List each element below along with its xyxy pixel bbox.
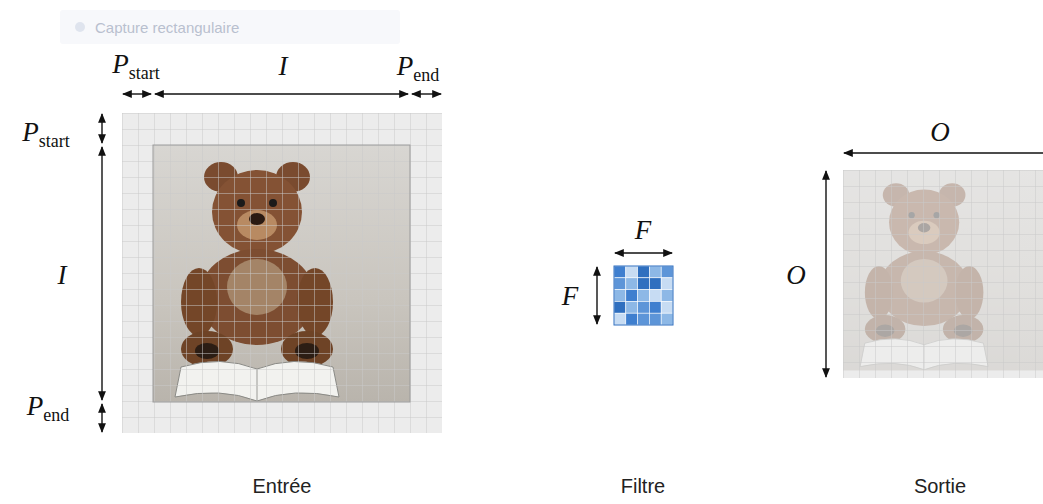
subscript: end <box>43 405 69 425</box>
drawing-line <box>596 267 597 324</box>
filter-kernel <box>614 266 673 325</box>
caption-text: Filtre <box>621 475 665 497</box>
drawing-line <box>101 114 102 143</box>
size-label: I <box>279 53 288 80</box>
dimension-arrows <box>102 94 441 432</box>
padding-label: Pend <box>27 393 70 420</box>
output-image <box>843 170 1043 378</box>
padding-label-text: P <box>22 117 39 147</box>
drawing-line <box>155 93 408 94</box>
filter-cell <box>626 266 638 278</box>
dimension-arrows <box>597 253 672 324</box>
filter-cell <box>661 266 673 278</box>
drawing-rect <box>614 266 673 325</box>
size-label-text: F <box>562 281 579 311</box>
drawing-rect <box>843 170 1043 378</box>
filter-cell <box>661 301 673 313</box>
subscript: start <box>39 131 70 151</box>
drawing-line <box>412 93 441 94</box>
size-label-text: I <box>58 260 67 290</box>
subscript: start <box>129 63 160 83</box>
size-label: F <box>562 283 579 310</box>
caption-text: Entrée <box>253 475 312 497</box>
caption: Filtre <box>621 475 665 498</box>
drawing-rect <box>843 170 1043 378</box>
size-label-text: I <box>279 51 288 81</box>
filter-cell <box>614 290 626 302</box>
padding-label-text: P <box>397 51 414 81</box>
filter-cell <box>649 290 661 302</box>
drawing-rect <box>153 145 410 402</box>
size-label: O <box>930 119 950 146</box>
subscript: end <box>413 65 439 85</box>
filter-cell <box>614 278 626 290</box>
dimension-arrows <box>826 153 1043 377</box>
filter-cell <box>638 313 650 325</box>
size-label-text: O <box>930 117 950 147</box>
caption: Sortie <box>914 475 966 498</box>
filter-cell <box>626 313 638 325</box>
padding-label-text: P <box>27 391 44 421</box>
size-label-text: F <box>635 215 652 245</box>
size-label: F <box>635 217 652 244</box>
drawing-rect <box>614 266 673 325</box>
tool-title-text: Capture rectangulaire <box>95 19 239 36</box>
drawing-line <box>825 171 826 377</box>
size-label: O <box>786 262 806 289</box>
filter-cell <box>614 266 626 278</box>
filter-cell <box>614 301 626 313</box>
filter-cell <box>649 278 661 290</box>
filter-cell <box>638 278 650 290</box>
drawing-rect <box>122 113 442 433</box>
filter-cell <box>626 290 638 302</box>
size-label-text: O <box>786 260 806 290</box>
filter-cell <box>614 313 626 325</box>
filter-cell <box>626 301 638 313</box>
filter-cell <box>626 278 638 290</box>
drawing-line <box>615 252 672 253</box>
padding-label: Pstart <box>112 51 160 78</box>
filter-cell <box>661 290 673 302</box>
filter-cell <box>661 313 673 325</box>
filter-cell <box>638 301 650 313</box>
drawing-rect <box>122 113 442 433</box>
caption-text: Sortie <box>914 475 966 497</box>
padding-label: Pstart <box>22 119 70 146</box>
filter-cell <box>649 313 661 325</box>
filter-cell <box>661 278 673 290</box>
padding-label: Pend <box>397 53 440 80</box>
caption: Entrée <box>253 475 312 498</box>
drawing-line <box>844 152 1043 153</box>
tool-title: Capture rectangulaire <box>95 19 239 36</box>
tool-icon <box>75 22 85 32</box>
filter-cell <box>649 266 661 278</box>
tool-bar <box>60 10 400 44</box>
input-image <box>122 113 442 433</box>
filter-cell <box>649 301 661 313</box>
drawing-line <box>101 147 102 400</box>
filter-cell <box>638 266 650 278</box>
padding-label-text: P <box>112 49 129 79</box>
drawing-line <box>101 404 102 432</box>
drawing-line <box>123 93 151 94</box>
size-label: I <box>58 262 67 289</box>
filter-cell <box>638 290 650 302</box>
